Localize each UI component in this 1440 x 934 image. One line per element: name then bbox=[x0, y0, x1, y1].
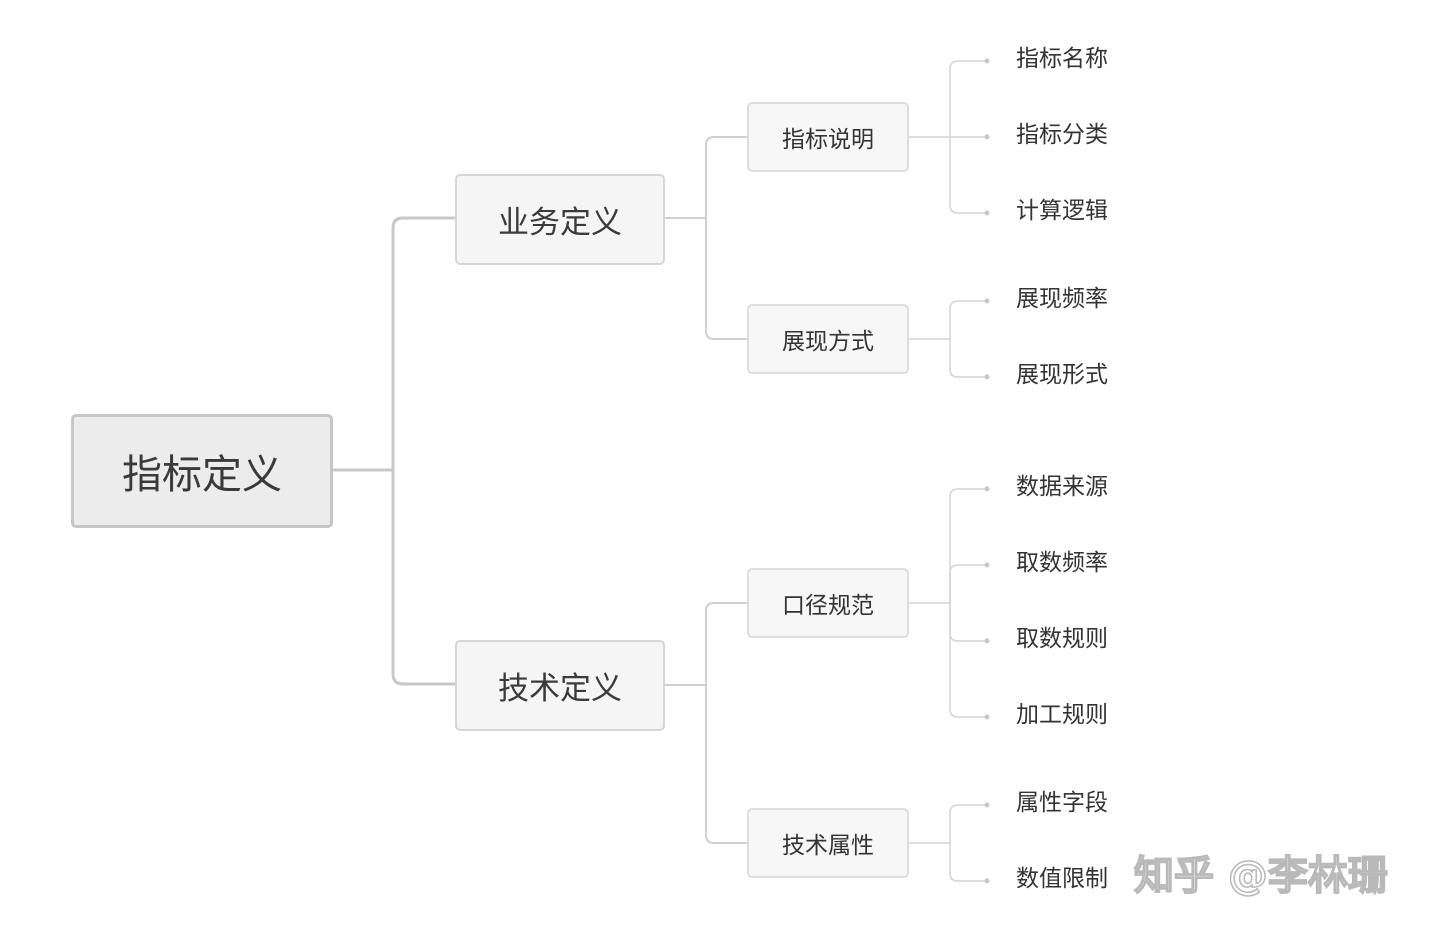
leaf-node[interactable]: 指标名称 bbox=[1016, 46, 1108, 72]
branch-node-business[interactable]: 业务定义 bbox=[455, 174, 665, 265]
connector-business-to-indicator-desc bbox=[665, 136, 747, 219]
leaf-node[interactable]: 数据来源 bbox=[1016, 474, 1108, 500]
connector-group-tech-attr bbox=[909, 804, 986, 882]
root-node[interactable]: 指标定义 bbox=[71, 414, 333, 528]
sub-node-display-mode[interactable]: 展现方式 bbox=[747, 304, 909, 374]
connector-business-to-display-mode bbox=[705, 218, 747, 340]
connector-group-indicator-desc bbox=[909, 60, 986, 214]
leaf-node[interactable]: 取数规则 bbox=[1016, 626, 1108, 652]
leaf-node[interactable]: 数值限制 bbox=[1016, 866, 1108, 892]
connector-technical-to-caliber bbox=[665, 602, 747, 686]
connector-group-display-mode bbox=[909, 300, 986, 378]
leaf-node[interactable]: 展现频率 bbox=[1016, 286, 1108, 312]
leaf-node[interactable]: 取数频率 bbox=[1016, 550, 1108, 576]
sub-node-tech-attributes[interactable]: 技术属性 bbox=[747, 808, 909, 878]
connector-group-caliber bbox=[909, 488, 986, 718]
leaf-node[interactable]: 属性字段 bbox=[1016, 790, 1108, 816]
watermark: 知乎 @李林珊 bbox=[1133, 852, 1388, 900]
leaf-node[interactable]: 加工规则 bbox=[1016, 702, 1108, 728]
sub-node-caliber-spec[interactable]: 口径规范 bbox=[747, 568, 909, 638]
leaf-node[interactable]: 展现形式 bbox=[1016, 362, 1108, 388]
sub-node-indicator-description[interactable]: 指标说明 bbox=[747, 102, 909, 172]
leaf-node[interactable]: 计算逻辑 bbox=[1016, 198, 1108, 224]
connector-technical-to-tech-attr bbox=[705, 685, 747, 844]
leaf-endpoint-dots bbox=[984, 58, 990, 884]
branch-node-technical[interactable]: 技术定义 bbox=[455, 640, 665, 731]
connector-root-to-technical bbox=[391, 470, 455, 686]
leaf-node[interactable]: 指标分类 bbox=[1016, 122, 1108, 148]
connector-root-to-business bbox=[333, 216, 455, 472]
